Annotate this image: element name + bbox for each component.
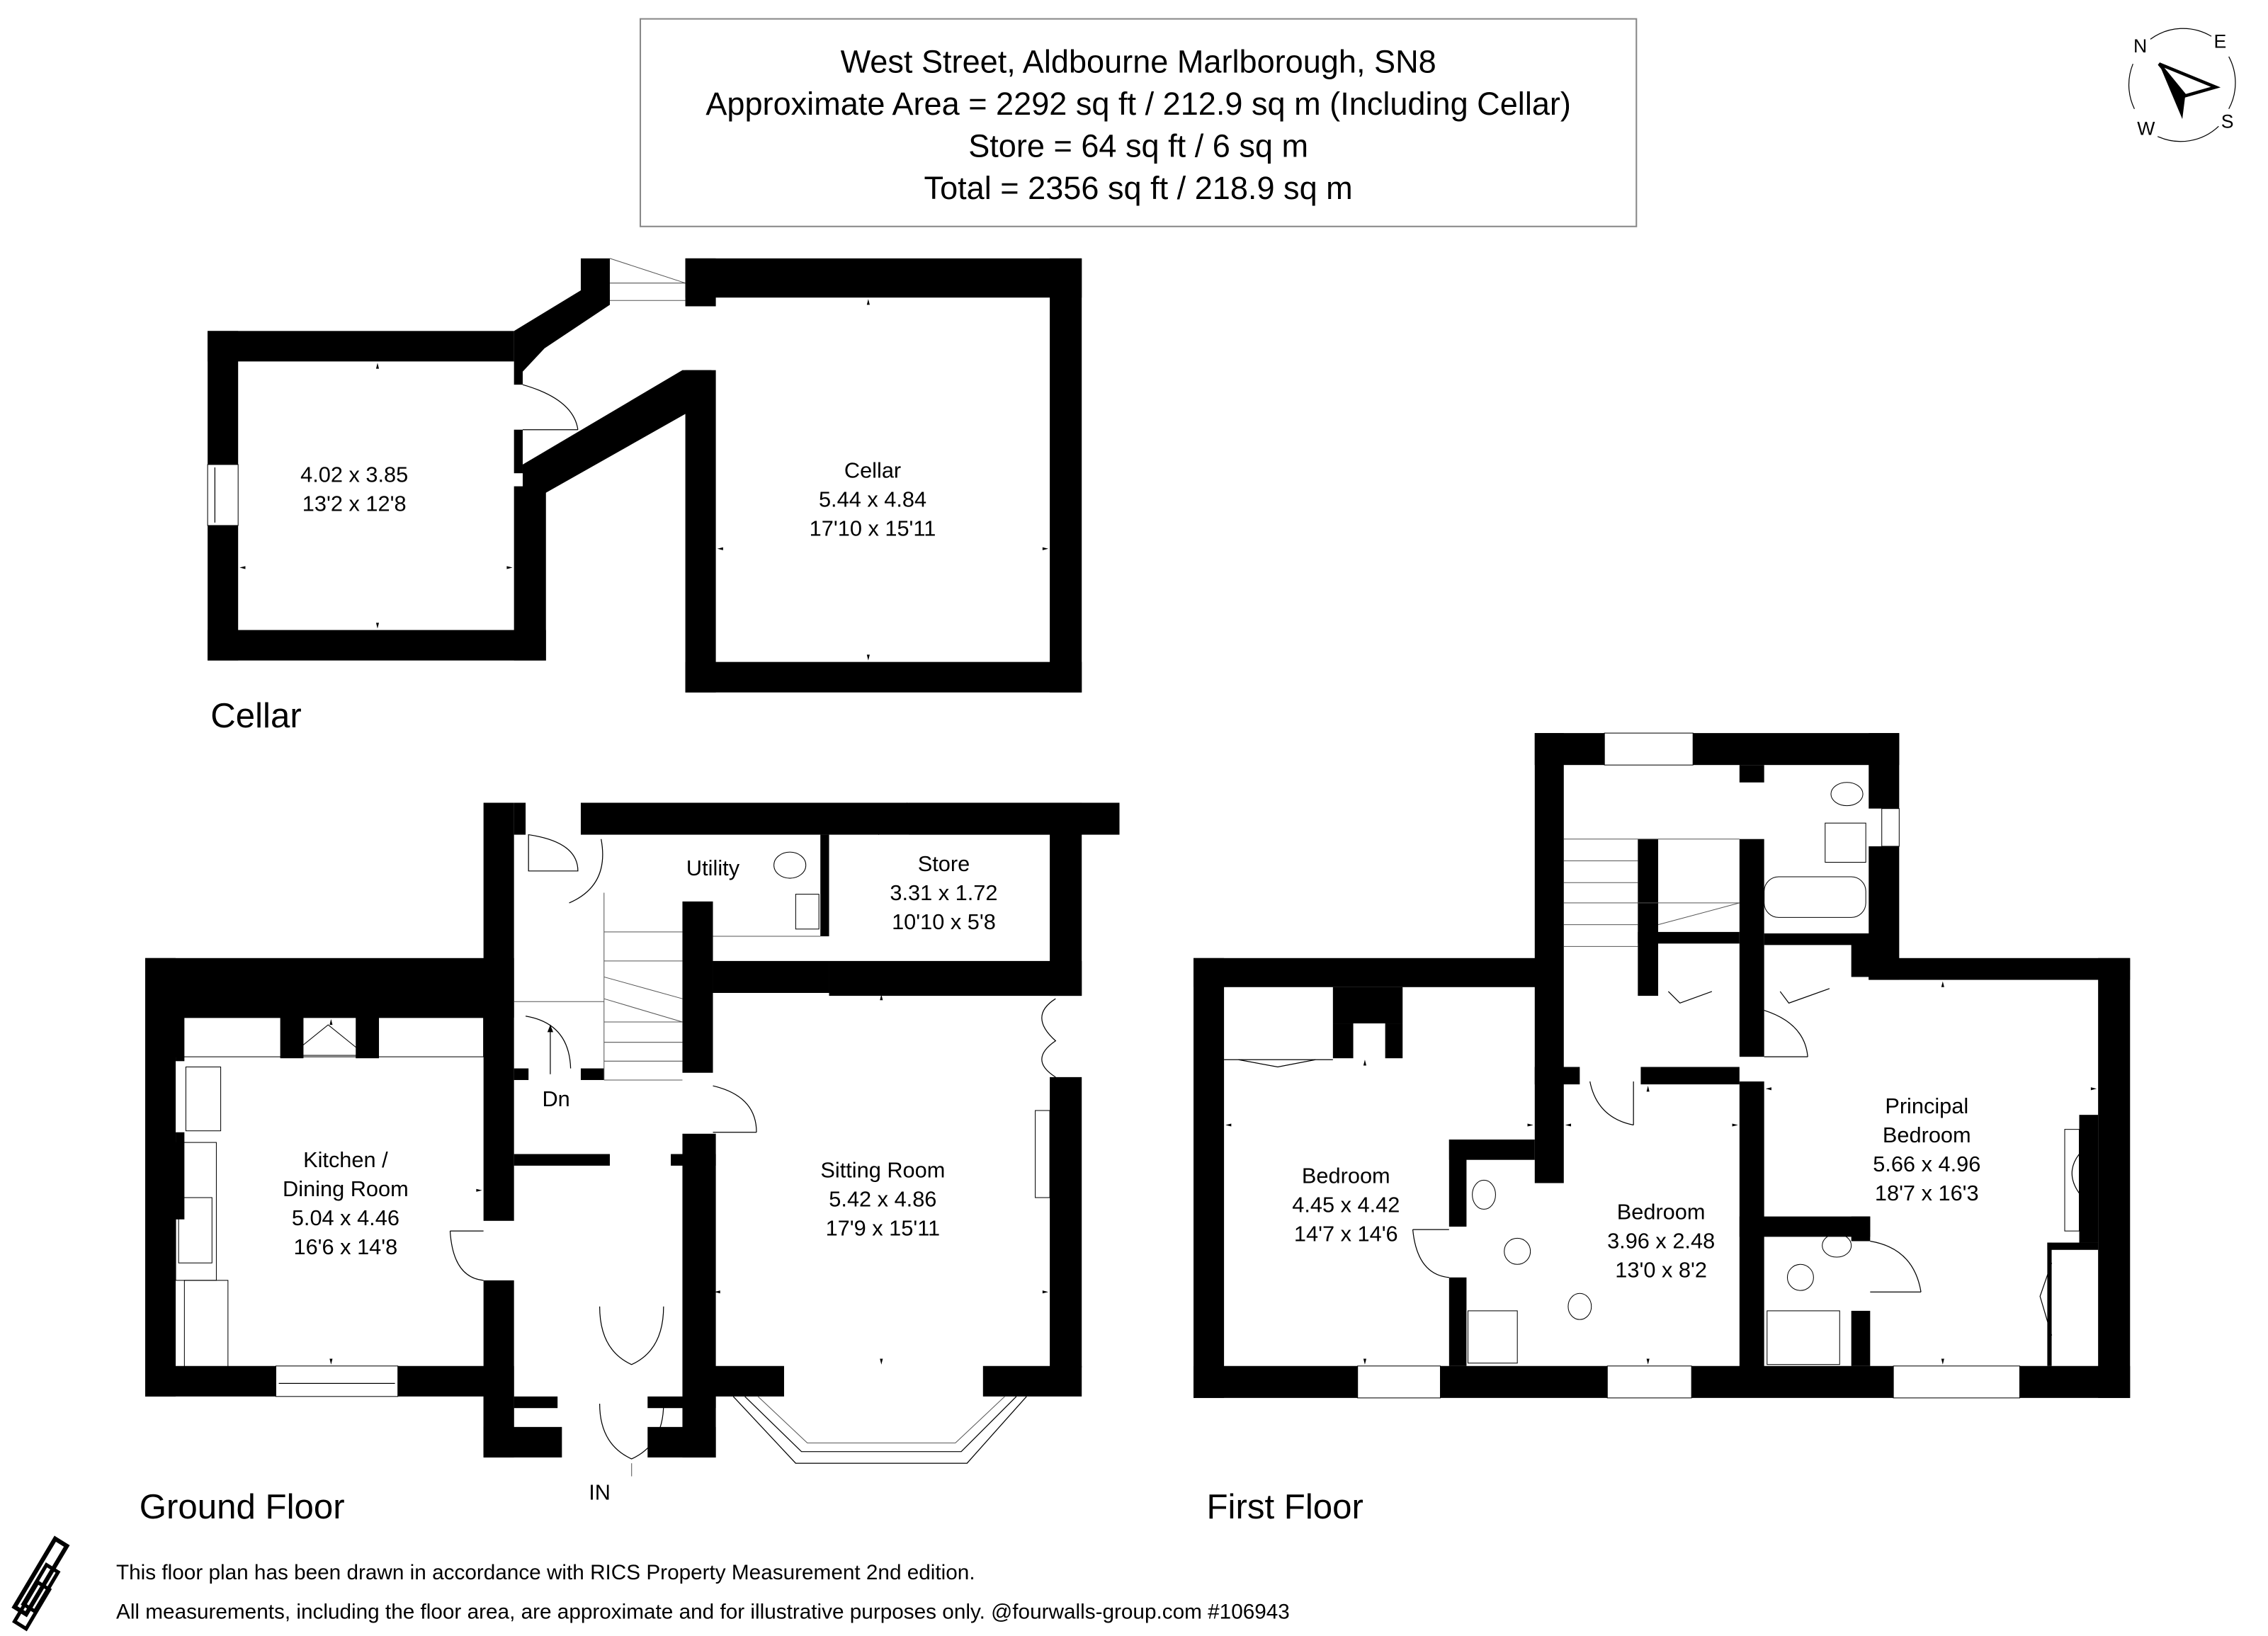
ground-floor-label: Ground Floor — [140, 1487, 345, 1526]
utility-label: Utility — [686, 856, 740, 880]
footer-disclaimer-rics: This floor plan has been drawn in accord… — [116, 1561, 975, 1584]
cellar-room-2-imperial: 17'10 x 15'11 — [810, 516, 936, 540]
bedroom-2-metric: 3.96 x 2.48 — [1607, 1229, 1715, 1254]
ground-floor: Dn IN Utility Store 3.31 x 1.72 10'10 x … — [140, 802, 1120, 1526]
principal-bedroom-name-line2: Bedroom — [1883, 1123, 1971, 1147]
sitting-room-imperial: 17'9 x 15'11 — [826, 1215, 941, 1240]
kitchen-imperial: 16'6 x 14'8 — [294, 1234, 398, 1259]
footer-disclaimer-measurements: All measurements, including the floor ar… — [116, 1600, 1290, 1623]
cellar-room-1-metric: 4.02 x 3.85 — [300, 462, 408, 487]
address-title: West Street, Aldbourne Marlborough, SN8 — [841, 43, 1436, 79]
kitchen-name-line1: Kitchen / — [303, 1147, 388, 1172]
compass-e: E — [2213, 31, 2226, 52]
principal-bedroom-metric: 5.66 x 4.96 — [1873, 1152, 1980, 1176]
bedroom-1-name: Bedroom — [1302, 1163, 1390, 1188]
store-name: Store — [918, 851, 970, 876]
kitchen-metric: 5.04 x 4.46 — [292, 1205, 399, 1230]
kitchen-name-line2: Dining Room — [283, 1176, 409, 1201]
cellar-room-2-metric: 5.44 x 4.84 — [819, 487, 926, 511]
entrance-label: IN — [589, 1479, 611, 1504]
cellar-room-1-imperial: 13'2 x 12'8 — [302, 491, 407, 516]
cellar-floor-label: Cellar — [210, 696, 301, 735]
principal-bedroom-name-line1: Principal — [1885, 1093, 1968, 1118]
total-area: Total = 2356 sq ft / 218.9 sq m — [924, 170, 1353, 206]
cellar-room-2-name: Cellar — [844, 458, 901, 482]
bedroom-1-imperial: 14'7 x 14'6 — [1294, 1221, 1398, 1246]
compass-n: N — [2133, 35, 2147, 57]
compass-s: S — [2221, 110, 2234, 132]
approximate-area: Approximate Area = 2292 sq ft / 212.9 sq… — [705, 86, 1571, 122]
first-floor: Bedroom 4.45 x 4.42 14'7 x 14'6 Bedroom … — [1193, 732, 2131, 1526]
stairs-down-label: Dn — [542, 1086, 569, 1111]
sitting-room-metric: 5.42 x 4.86 — [829, 1186, 936, 1211]
fourwalls-logo-icon — [11, 1535, 70, 1632]
store-imperial: 10'10 x 5'8 — [892, 909, 996, 934]
principal-bedroom-imperial: 18'7 x 16'3 — [1875, 1181, 1979, 1205]
store-area: Store = 64 sq ft / 6 sq m — [968, 127, 1308, 164]
store-metric: 3.31 x 1.72 — [890, 880, 997, 905]
header-box: West Street, Aldbourne Marlborough, SN8 … — [639, 18, 1638, 227]
sitting-room-name: Sitting Room — [820, 1157, 945, 1182]
compass-w: W — [2137, 118, 2155, 140]
cellar-floor: 4.02 x 3.85 13'2 x 12'8 Cellar 5.44 x 4.… — [207, 258, 1082, 735]
bedroom-2-name: Bedroom — [1617, 1200, 1706, 1225]
first-floor-label: First Floor — [1206, 1487, 1363, 1526]
compass-icon: N E S W — [2128, 28, 2236, 142]
bedroom-1-metric: 4.45 x 4.42 — [1292, 1192, 1400, 1217]
bedroom-2-imperial: 13'0 x 8'2 — [1615, 1258, 1707, 1283]
